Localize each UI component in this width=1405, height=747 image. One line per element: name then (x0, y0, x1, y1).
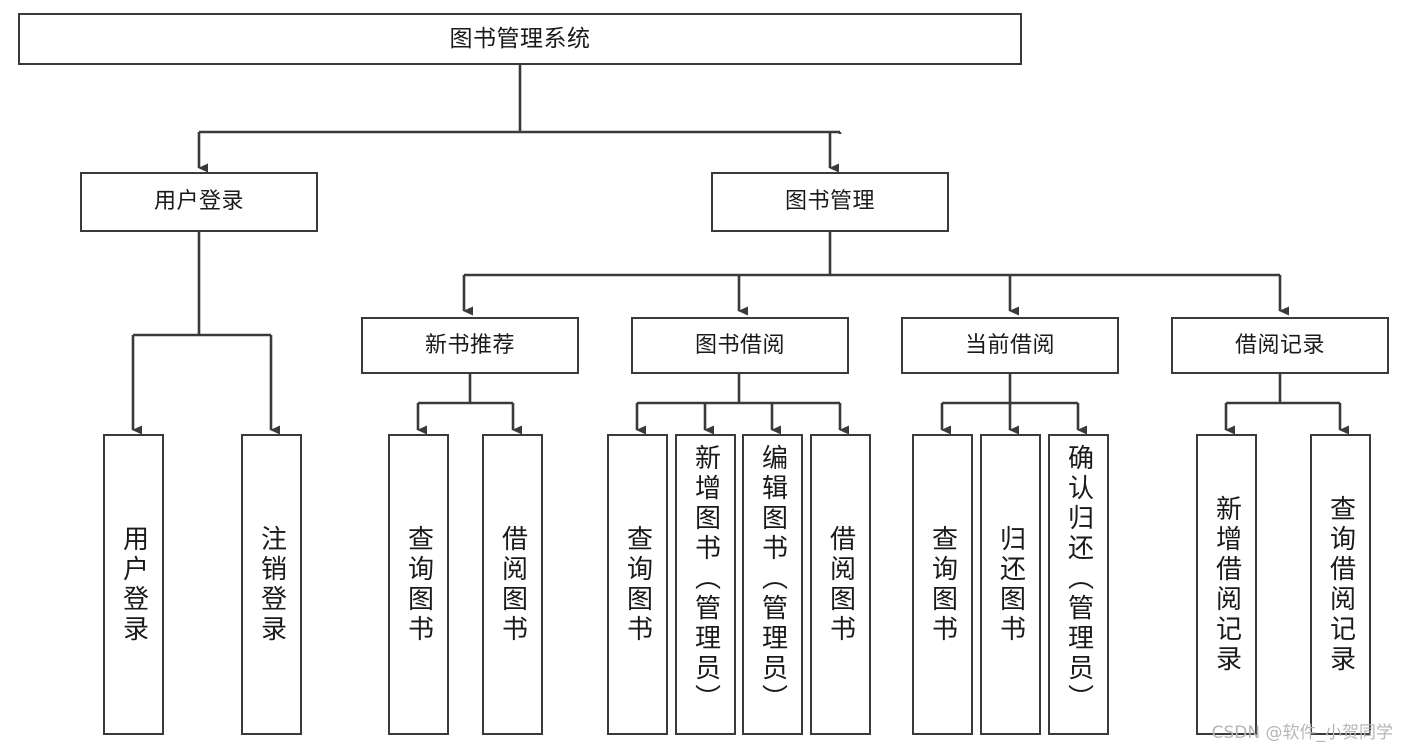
node-label: 图书管理 (784, 189, 875, 215)
node-label: 当前借阅 (964, 332, 1055, 358)
leaf-add-borrow-record[interactable]: 新增借阅记录 (1196, 434, 1257, 735)
node-book-borrow[interactable]: 图书借阅 (631, 317, 849, 374)
node-label: 查询借阅记录 (1325, 494, 1356, 675)
node-new-book-recommend[interactable]: 新书推荐 (361, 317, 579, 374)
leaf-user-login[interactable]: 用户登录 (103, 434, 164, 735)
leaf-edit-book-admin[interactable]: 编辑图书（管理员） (742, 434, 803, 735)
leaf-query-borrow-record[interactable]: 查询借阅记录 (1310, 434, 1371, 735)
node-label: 图书借阅 (694, 332, 785, 358)
node-label: 新增图书（管理员） (690, 444, 721, 714)
node-user-login[interactable]: 用户登录 (80, 172, 318, 232)
node-label: 用户登录 (118, 524, 149, 645)
node-label: 借阅图书 (497, 524, 528, 645)
node-label: 编辑图书（管理员） (757, 444, 788, 714)
node-label: 查询图书 (927, 524, 958, 645)
node-label: 归还图书 (995, 524, 1026, 645)
node-borrow-record[interactable]: 借阅记录 (1171, 317, 1389, 374)
node-label: 查询图书 (622, 524, 653, 645)
node-label: 新书推荐 (424, 332, 515, 358)
node-root-book-management-system[interactable]: 图书管理系统 (18, 13, 1022, 65)
node-label: 注销登录 (256, 524, 287, 645)
node-label: 用户登录 (153, 189, 244, 215)
leaf-borrow-book-borrow[interactable]: 借阅图书 (810, 434, 871, 735)
leaf-query-book-recommend[interactable]: 查询图书 (388, 434, 449, 735)
leaf-borrow-book-recommend[interactable]: 借阅图书 (482, 434, 543, 735)
leaf-confirm-return-admin[interactable]: 确认归还（管理员） (1048, 434, 1109, 735)
leaf-add-book-admin[interactable]: 新增图书（管理员） (675, 434, 736, 735)
node-label: 借阅图书 (825, 524, 856, 645)
node-label: 查询图书 (403, 524, 434, 645)
node-label: 确认归还（管理员） (1063, 444, 1094, 714)
node-label: 借阅记录 (1234, 332, 1325, 358)
node-book-manage[interactable]: 图书管理 (711, 172, 949, 232)
node-label: 新增借阅记录 (1211, 494, 1242, 675)
node-current-borrow[interactable]: 当前借阅 (901, 317, 1119, 374)
leaf-user-logout[interactable]: 注销登录 (241, 434, 302, 735)
leaf-return-book[interactable]: 归还图书 (980, 434, 1041, 735)
leaf-query-book-current[interactable]: 查询图书 (912, 434, 973, 735)
node-label: 图书管理系统 (449, 25, 591, 52)
leaf-query-book-borrow[interactable]: 查询图书 (607, 434, 668, 735)
